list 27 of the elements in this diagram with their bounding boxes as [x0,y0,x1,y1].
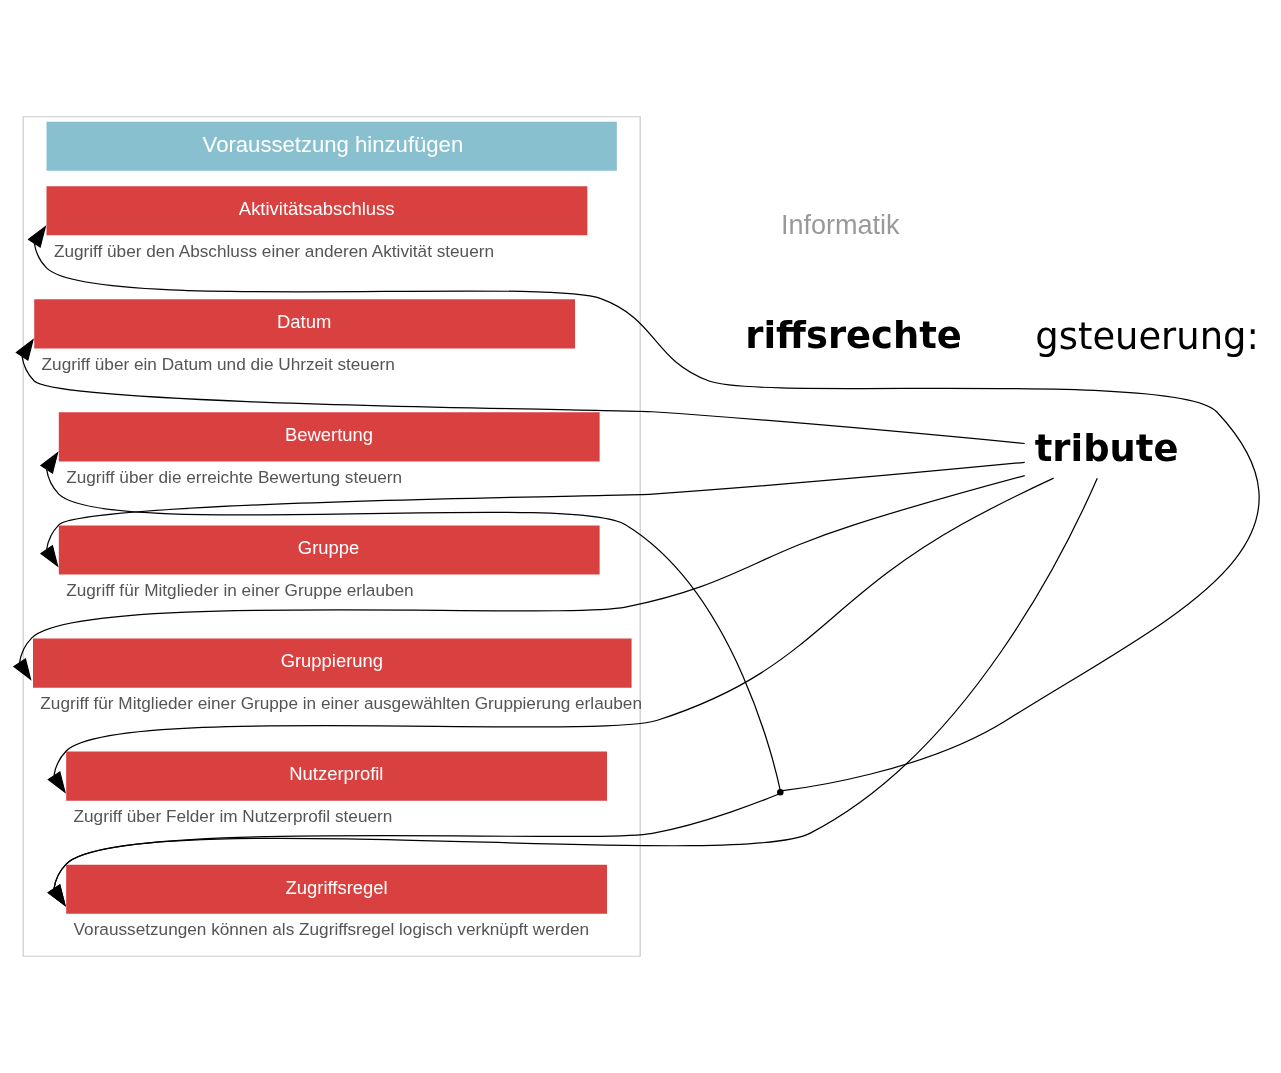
node-text: tribute [1034,426,1179,470]
label: gsteuerung: [1035,315,1259,359]
node-box: Gruppierung [33,638,632,688]
node-box: Nutzerprofil [66,751,607,801]
node-box: Datum [34,299,576,349]
arrow [12,474,1026,681]
label: riffsrechte [745,313,962,357]
arrow [15,338,1026,445]
node-label: Zugriff für Mitglieder in einer Gruppe erlauben [66,579,414,600]
node-box: Bewertung [58,412,600,462]
node-label: Zugriff über ein Datum und die Uhrzeit steuern [41,353,395,374]
node-box: Gruppe [58,525,600,575]
node-label: Zugriff über die erreichte Bewertung steuern [66,466,403,487]
arrow [27,225,1260,792]
node-box: Zugriffsregel [66,864,607,914]
arrow [39,451,781,790]
node-label: Zugriff über Felder im Nutzerprofil steuern [73,805,393,826]
arrow [47,793,779,907]
arrow [47,477,1098,907]
arrow [47,477,1055,794]
arrow [39,461,1026,568]
node-label: Zugriff für Mitglieder einer Gruppe in einer ausgewählten Gruppierung erlauben [40,692,642,713]
node-label: Voraussetzungen können als Zugriffsregel logisch verknüpft werden [73,918,590,939]
node-label: Zugriff über den Abschluss einer anderen Aktivität steuern [53,240,495,261]
label: Informatik [780,209,900,240]
node-point [777,788,784,796]
node-box: Aktivitätsabschluss [46,186,588,236]
